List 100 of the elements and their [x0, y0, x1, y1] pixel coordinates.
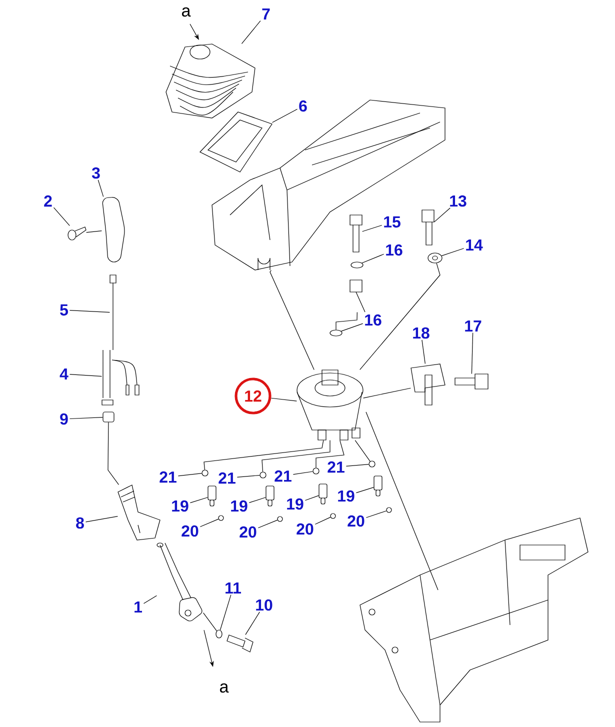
- bezel-frame: [200, 112, 272, 172]
- callout-number: 21: [274, 470, 292, 482]
- leader-line: [258, 520, 278, 528]
- leader-line: [471, 332, 474, 374]
- leader-line: [236, 474, 260, 478]
- leader-line: [241, 20, 261, 44]
- callout-number: 21: [328, 461, 344, 473]
- callout-number: 3: [92, 167, 100, 179]
- leader-line: [441, 248, 464, 256]
- leader-line: [69, 310, 110, 313]
- bolt: [422, 210, 434, 246]
- ring: [218, 515, 224, 521]
- o-ring: [350, 262, 364, 268]
- callout-number: 11: [226, 582, 242, 594]
- assembly-line: [354, 440, 370, 462]
- callout-number: 8: [76, 517, 84, 529]
- callout-number: 10: [256, 599, 272, 611]
- callout-number: 20: [240, 526, 256, 538]
- assembly-line: [86, 230, 102, 233]
- bolt: [226, 634, 254, 652]
- bracket: [410, 364, 446, 406]
- callout-number: 19: [172, 500, 188, 512]
- wire-harness: [102, 350, 140, 406]
- nut: [102, 412, 114, 422]
- leader-line: [200, 518, 219, 528]
- connector: [318, 484, 328, 504]
- callout-number: 17: [465, 320, 482, 332]
- assembly-line: [270, 270, 314, 370]
- assembly-line: [203, 612, 218, 632]
- leader-line: [53, 207, 70, 226]
- leader-line: [366, 510, 387, 518]
- connector: [374, 476, 382, 496]
- leader-line: [190, 497, 208, 504]
- callout-number: 15: [384, 216, 400, 228]
- boot: [118, 484, 160, 540]
- leader-line: [248, 497, 266, 504]
- callout-number: 20: [296, 523, 314, 535]
- callout-number: 1: [134, 602, 142, 612]
- leader-line: [346, 464, 370, 466]
- leader-line: [434, 208, 450, 222]
- console: [212, 100, 446, 270]
- bellows-boot: [166, 44, 256, 118]
- leader-line: [272, 108, 298, 123]
- leader-line: [178, 473, 202, 476]
- screw: [68, 226, 86, 240]
- plug: [368, 460, 376, 468]
- callout-number: 13: [450, 195, 466, 207]
- callout-number: 9: [60, 413, 68, 425]
- leader-line: [340, 323, 364, 332]
- plug: [312, 468, 320, 474]
- leader-line: [69, 374, 102, 377]
- assembly-line: [108, 422, 120, 485]
- leader-line: [314, 516, 331, 525]
- leader-line: [304, 495, 319, 501]
- connector: [208, 486, 216, 506]
- lever-knob: [102, 197, 125, 262]
- callout-number: 21: [160, 471, 176, 483]
- leader-line: [98, 180, 104, 197]
- circled-callout-number: 12: [234, 378, 272, 414]
- leader-line: [356, 487, 374, 494]
- plug: [260, 472, 266, 478]
- leader-line: [143, 595, 157, 604]
- callout-number: 7: [262, 8, 270, 20]
- shift-lever: [156, 542, 202, 622]
- washer: [428, 252, 442, 264]
- callout-number: 2: [44, 195, 52, 207]
- callout-number: 20: [348, 515, 364, 527]
- connector: [266, 486, 274, 506]
- callout-number: 14: [466, 240, 483, 250]
- view-letter: a: [220, 683, 229, 693]
- cable: [110, 274, 116, 350]
- plug: [202, 470, 208, 476]
- callout-number: 21: [218, 472, 236, 484]
- assembly-line: [360, 262, 440, 370]
- ring: [386, 507, 392, 513]
- leader-line: [220, 594, 232, 630]
- valve-drawing: [296, 370, 364, 440]
- leader-line: [362, 224, 382, 232]
- callout-number: 16: [386, 244, 402, 256]
- leader-line: [270, 398, 297, 402]
- leader-line: [85, 516, 118, 522]
- fitting: [350, 280, 366, 312]
- callout-number: 19: [338, 490, 354, 502]
- assembly-line: [204, 440, 324, 470]
- assembly-line: [363, 388, 411, 398]
- bolt: [350, 214, 362, 252]
- assembly-line: [336, 312, 358, 330]
- assembly-line: [316, 440, 344, 468]
- leader-line: [292, 471, 314, 475]
- callout-number: 20: [182, 525, 198, 537]
- leader-line: [362, 254, 384, 264]
- callout-number: 19: [231, 500, 248, 512]
- view-letter: a: [182, 7, 191, 17]
- ring: [330, 513, 336, 519]
- washer: [216, 630, 222, 638]
- bolt: [454, 374, 488, 390]
- callout-number: 16: [365, 314, 382, 326]
- callout-number: 4: [60, 368, 68, 380]
- leader-line: [422, 340, 426, 364]
- o-ring: [330, 330, 342, 336]
